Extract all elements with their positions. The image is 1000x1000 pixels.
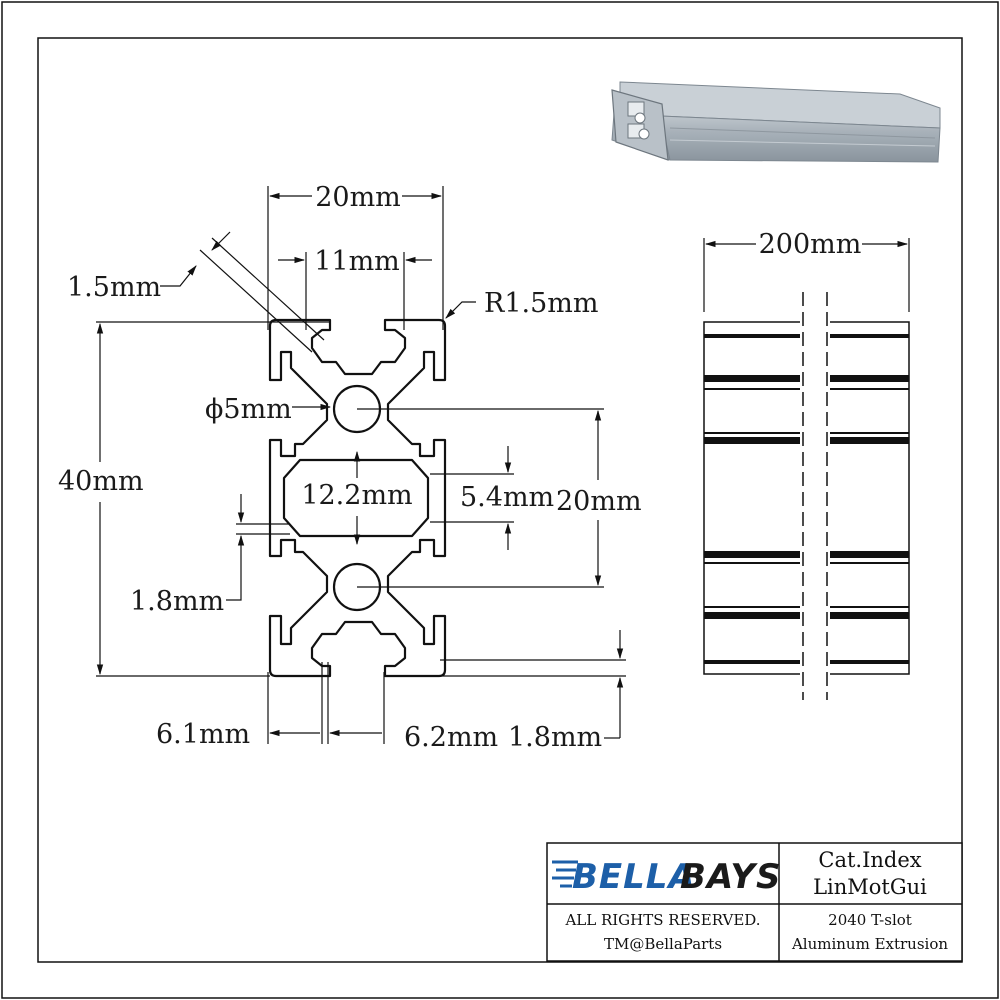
dim-length-200: 200mm <box>759 229 862 260</box>
dim-web-1-8: 1.8mm <box>130 586 224 617</box>
inner-border <box>37 37 963 963</box>
title-block <box>546 842 963 962</box>
dim-slot-11: 11mm <box>314 246 400 277</box>
product-line-1: 2040 T-slot <box>828 911 912 929</box>
product-line-2: Aluminum Extrusion <box>791 935 948 953</box>
dim-depth-1-8: 1.8mm <box>508 722 602 753</box>
rights-reserved: ALL RIGHTS RESERVED. <box>564 911 760 929</box>
dim-radius: R1.5mm <box>484 288 598 319</box>
dimension-lines <box>96 186 910 744</box>
dim-width-20: 20mm <box>315 182 401 213</box>
dim-slot-6-2: 6.2mm <box>404 722 498 753</box>
extrusion-3d-render <box>611 81 941 163</box>
dim-cavity-12-2: 12.2mm <box>301 480 412 511</box>
cat-index-label: Cat.Index <box>818 848 921 872</box>
dim-pitch-20: 20mm <box>556 486 642 517</box>
bellabays-logo: BELLA BAYS <box>552 857 781 897</box>
cat-index-value: LinMotGui <box>813 875 927 899</box>
dim-wall-1-5: 1.5mm <box>67 272 161 303</box>
trademark: TM@BellaParts <box>604 935 722 953</box>
dim-lip-6-1: 6.1mm <box>156 719 250 750</box>
logo-text-bella: BELLA <box>572 857 696 897</box>
dim-cavity-5-4: 5.4mm <box>460 482 554 513</box>
dim-height-40: 40mm <box>58 466 144 497</box>
dim-hole-diameter: ϕ5mm <box>205 394 292 425</box>
logo-text-bays: BAYS <box>680 857 781 897</box>
side-view <box>703 290 910 700</box>
